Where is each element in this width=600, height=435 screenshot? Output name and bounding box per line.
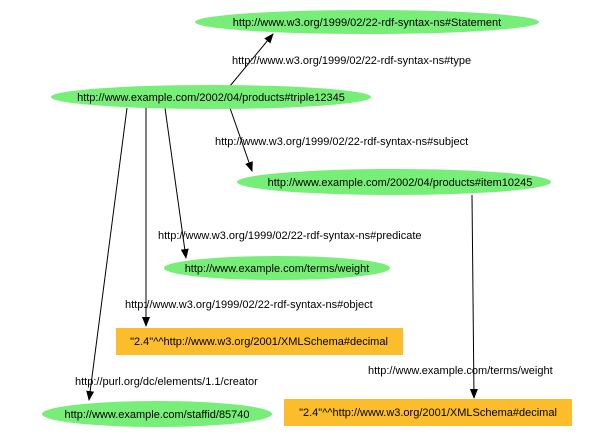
node-triple-shape [51,85,371,109]
node-literal-weight-shape [284,399,572,426]
edge-item-weight: http://www.example.com/terms/weight [368,194,553,399]
node-staff-shape [42,401,272,427]
node-triple-label: http://www.example.com/2002/04/products#… [77,92,345,104]
edge-subject-label: http://www.w3.org/1999/02/22-rdf-syntax-… [215,136,468,148]
edge-subject-line [229,107,253,172]
edge-creator: http://purl.org/dc/elements/1.1/creator [75,107,258,401]
edge-creator-label: http://purl.org/dc/elements/1.1/creator [75,376,258,388]
node-staff[interactable]: http://www.example.com/staffid/85740 [42,401,272,427]
node-triple[interactable]: http://www.example.com/2002/04/products#… [51,85,371,109]
node-staff-label: http://www.example.com/staffid/85740 [64,409,249,421]
node-weight-label: http://www.example.com/terms/weight [185,263,370,275]
node-item-shape [237,169,551,195]
node-statement-label: http://www.w3.org/1999/02/22-rdf-syntax-… [233,17,501,29]
node-weight[interactable]: http://www.example.com/terms/weight [164,256,390,280]
node-literal-weight[interactable]: "2.4"^^http://www.w3.org/2001/XMLSchema#… [284,399,572,426]
node-statement-shape [195,10,539,34]
edge-type-line [229,33,274,87]
edge-predicate-line [164,107,189,259]
edge-subject: http://www.w3.org/1999/02/22-rdf-syntax-… [215,107,468,172]
node-item[interactable]: http://www.example.com/2002/04/products#… [237,169,551,195]
node-literal-object-shape [116,328,403,355]
node-statement[interactable]: http://www.w3.org/1999/02/22-rdf-syntax-… [195,10,539,34]
edge-item-weight-label: http://www.example.com/terms/weight [368,365,553,377]
edge-predicate-label: http://www.w3.org/1999/02/22-rdf-syntax-… [158,230,422,242]
edge-type: http://www.w3.org/1999/02/22-rdf-syntax-… [229,33,471,87]
node-literal-object[interactable]: "2.4"^^http://www.w3.org/2001/XMLSchema#… [116,328,403,355]
edge-creator-line [86,107,128,401]
edge-item-weight-line [469,194,478,399]
node-item-label: http://www.example.com/2002/04/products#… [268,177,533,189]
edge-predicate: http://www.w3.org/1999/02/22-rdf-syntax-… [158,107,422,259]
edge-object-label: http://www.w3.org/1999/02/22-rdf-syntax-… [125,299,373,311]
edge-type-label: http://www.w3.org/1999/02/22-rdf-syntax-… [232,55,471,67]
node-literal-object-label: "2.4"^^http://www.w3.org/2001/XMLSchema#… [130,336,388,348]
edge-object: http://www.w3.org/1999/02/22-rdf-syntax-… [125,108,373,327]
node-weight-shape [164,256,390,280]
node-literal-weight-label: "2.4"^^http://www.w3.org/2001/XMLSchema#… [299,407,557,419]
